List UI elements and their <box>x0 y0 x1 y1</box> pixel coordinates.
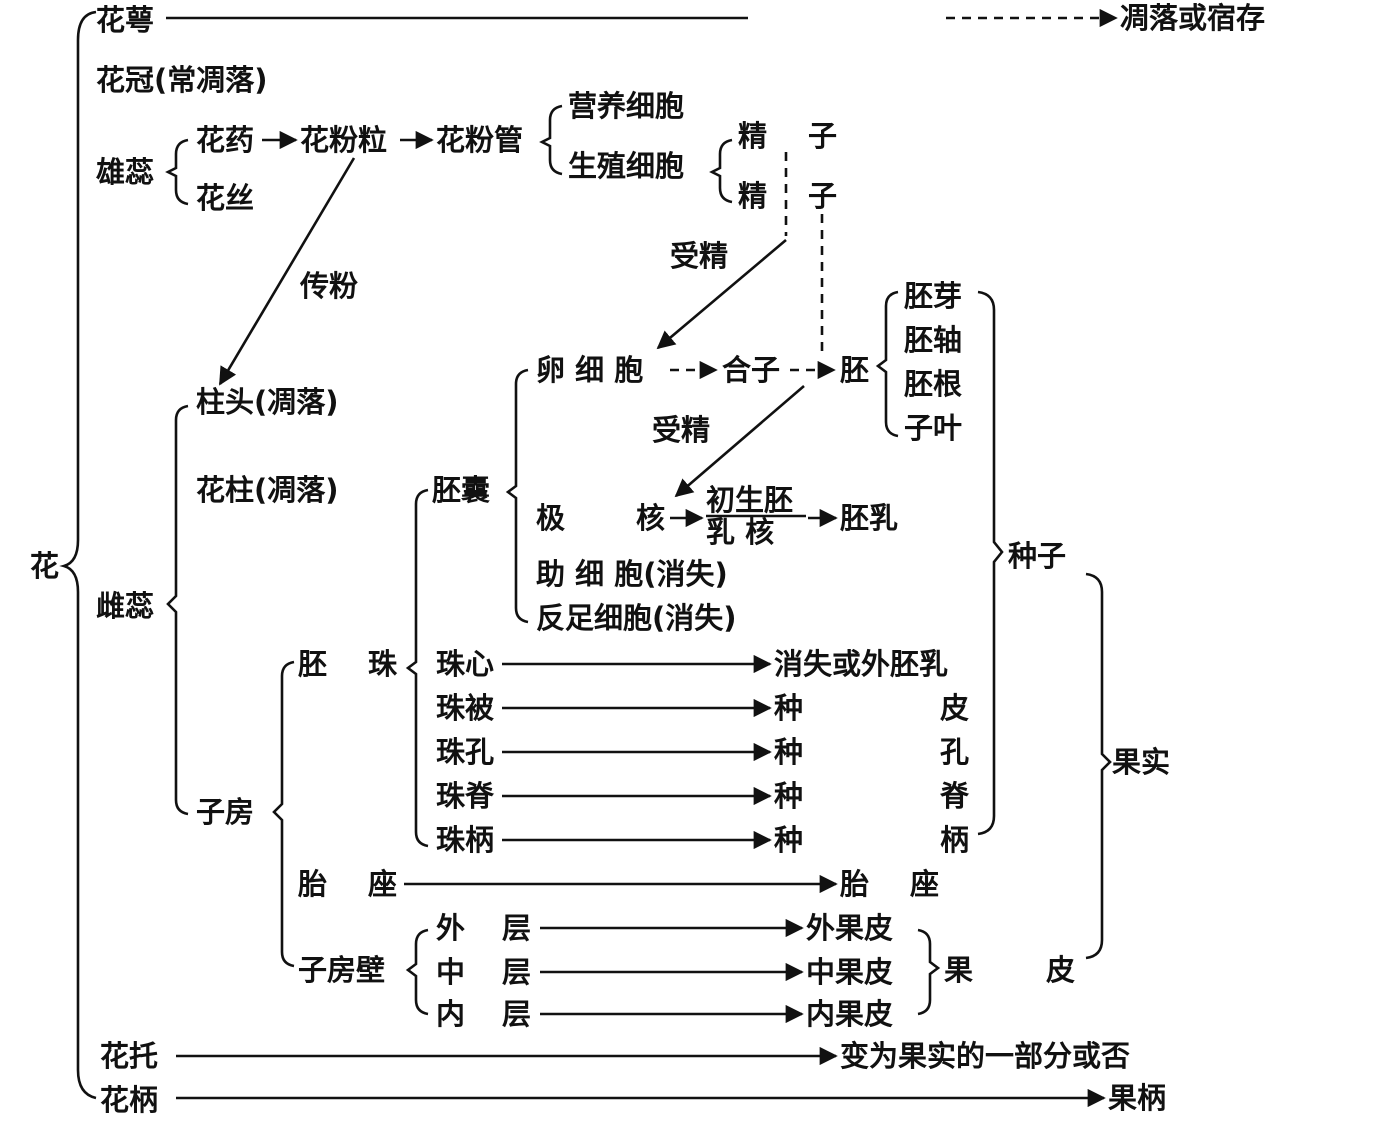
stamen-brace <box>165 138 189 206</box>
stigma-label: 柱头(凋落) <box>196 385 339 419</box>
embryo-label: 胚 <box>840 353 869 387</box>
nucellus-fate: 消失或外胚乳 <box>774 647 948 681</box>
outer-layer-a: 外 <box>436 911 465 945</box>
sperm-1-a: 精 <box>738 119 767 153</box>
funiculus-label: 珠柄 <box>436 823 494 857</box>
ovule-label-b: 珠 <box>368 647 398 681</box>
fertilization-arrow-1 <box>656 239 787 350</box>
root-label: 花 <box>30 549 59 583</box>
integument-fate-a: 种 <box>774 691 803 725</box>
exocarp-label: 外果皮 <box>806 911 893 945</box>
calyx-fate: 凋落或宿存 <box>1120 1 1265 35</box>
pollen-tube-label: 花粉管 <box>436 123 523 157</box>
filament-label: 花丝 <box>196 181 254 215</box>
embryo-sac-outer-brace <box>405 488 429 848</box>
embryo-part-cotyledon: 子叶 <box>904 411 962 445</box>
pericarp-label-a: 果 <box>944 953 973 987</box>
placenta-from-b: 座 <box>368 867 397 901</box>
root-brace <box>59 10 97 1100</box>
inner-layer-a: 内 <box>436 997 465 1031</box>
middle-layer-b: 层 <box>502 955 531 989</box>
sperm-2-a: 精 <box>738 179 767 213</box>
fertilization-label-2: 受精 <box>652 413 710 447</box>
egg-cell-label: 卵 细 胞 <box>536 353 643 387</box>
pericarp-label-b: 皮 <box>1046 953 1075 987</box>
pollination-label: 传粉 <box>299 269 358 303</box>
polar-label-b: 核 <box>636 501 665 535</box>
embryo-part-hypocotyl: 胚轴 <box>904 323 962 357</box>
fruit-brace <box>1085 572 1112 960</box>
integument-fate-b: 皮 <box>940 691 969 725</box>
receptacle-label: 花托 <box>100 1039 158 1073</box>
micropyle-label: 珠孔 <box>436 735 494 769</box>
ovary-brace <box>272 660 295 968</box>
fruit-label: 果实 <box>1112 745 1170 779</box>
raphe-fate-a: 种 <box>774 779 803 813</box>
embryo-part-radicle: 胚根 <box>904 367 962 401</box>
stamen-label: 雄蕊 <box>95 155 154 189</box>
generative-brace <box>709 138 733 204</box>
synergid-label: 助 细 胞(消失) <box>536 557 728 591</box>
corolla-label: 花冠(常凋落) <box>96 63 268 97</box>
placenta-to-b: 座 <box>910 867 939 901</box>
fertilization-arrow-2 <box>674 385 805 498</box>
micropyle-fate-a: 种 <box>774 735 803 769</box>
generative-cell-label: 生殖细胞 <box>568 149 684 183</box>
anther-label: 花药 <box>196 123 254 157</box>
raphe-label: 珠脊 <box>436 779 495 813</box>
raphe-fate-b: 脊 <box>939 779 970 813</box>
embryo-sac-inner-brace <box>505 368 529 624</box>
integument-label: 珠被 <box>436 691 494 725</box>
sperm-2-b: 子 <box>808 179 837 213</box>
pistil-brace <box>166 404 189 816</box>
embryo-brace <box>875 290 899 438</box>
zygote-label: 合子 <box>722 353 780 387</box>
endosperm-label: 胚乳 <box>840 501 898 535</box>
style-label: 花柱(凋落) <box>196 473 339 507</box>
pollen-tube-brace <box>539 104 563 176</box>
seed-label: 种子 <box>1008 539 1066 573</box>
ovary-wall-brace <box>405 928 429 1016</box>
pericarp-brace <box>917 928 941 1016</box>
ovule-label-a: 胚 <box>298 647 327 681</box>
embryo-sac-label: 胚囊 <box>432 473 490 507</box>
pollen-grain-label: 花粉粒 <box>300 123 387 157</box>
antipodal-label: 反足细胞(消失) <box>536 601 737 635</box>
pistil-label: 雌蕊 <box>96 589 154 623</box>
funiculus-fate-a: 种 <box>774 823 803 857</box>
vegetative-cell-label: 营养细胞 <box>568 89 684 123</box>
pedicel-fate: 果柄 <box>1108 1081 1166 1115</box>
primary-endosperm-top: 初生胚 <box>706 483 793 517</box>
outer-layer-b: 层 <box>502 911 531 945</box>
calyx-label: 花萼 <box>96 3 154 37</box>
fertilization-label-1: 受精 <box>670 239 728 273</box>
placenta-from-a: 胎 <box>298 867 327 901</box>
funiculus-fate-b: 柄 <box>940 823 969 857</box>
ovary-label: 子房 <box>196 795 254 829</box>
primary-endosperm-bottom: 乳 核 <box>706 515 774 549</box>
pedicel-label: 花柄 <box>100 1083 158 1117</box>
embryo-part-plumule: 胚芽 <box>904 279 962 313</box>
endocarp-label: 内果皮 <box>806 997 893 1031</box>
seed-brace <box>977 290 1004 836</box>
pollination-arrow <box>218 157 356 386</box>
mesocarp-label: 中果皮 <box>806 955 893 989</box>
nucellus-label: 珠心 <box>436 647 494 681</box>
sperm-1-b: 子 <box>808 119 837 153</box>
middle-layer-a: 中 <box>436 955 465 989</box>
ovary-wall-label: 子房壁 <box>298 953 385 987</box>
receptacle-fate: 变为果实的一部分或否 <box>840 1039 1130 1073</box>
polar-label-a: 极 <box>536 501 565 535</box>
micropyle-fate-b: 孔 <box>940 735 969 769</box>
inner-layer-b: 层 <box>502 997 531 1031</box>
placenta-to-a: 胎 <box>840 867 869 901</box>
